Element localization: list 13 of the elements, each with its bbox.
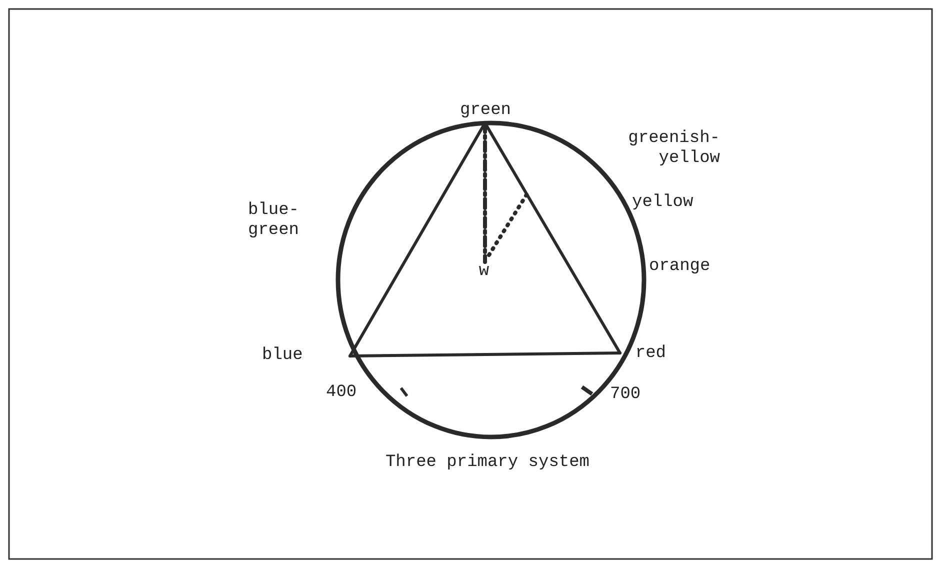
- dashed-line: [487, 192, 529, 257]
- hue-label: orange: [649, 257, 712, 277]
- vertex-label: green: [460, 101, 510, 123]
- hue-label: yellow: [632, 193, 694, 213]
- point-label: w: [476, 262, 492, 282]
- caption: Three primary system: [384, 453, 591, 473]
- vertex-label: blue: [262, 346, 350, 366]
- hue-label: blue- green: [248, 201, 300, 241]
- wavelength-label: 700: [610, 385, 642, 405]
- vertex-label: red: [620, 344, 666, 364]
- hue-label: greenish- yellow: [628, 129, 720, 169]
- line: [348, 352, 622, 358]
- wavelength-label: 400: [326, 383, 358, 403]
